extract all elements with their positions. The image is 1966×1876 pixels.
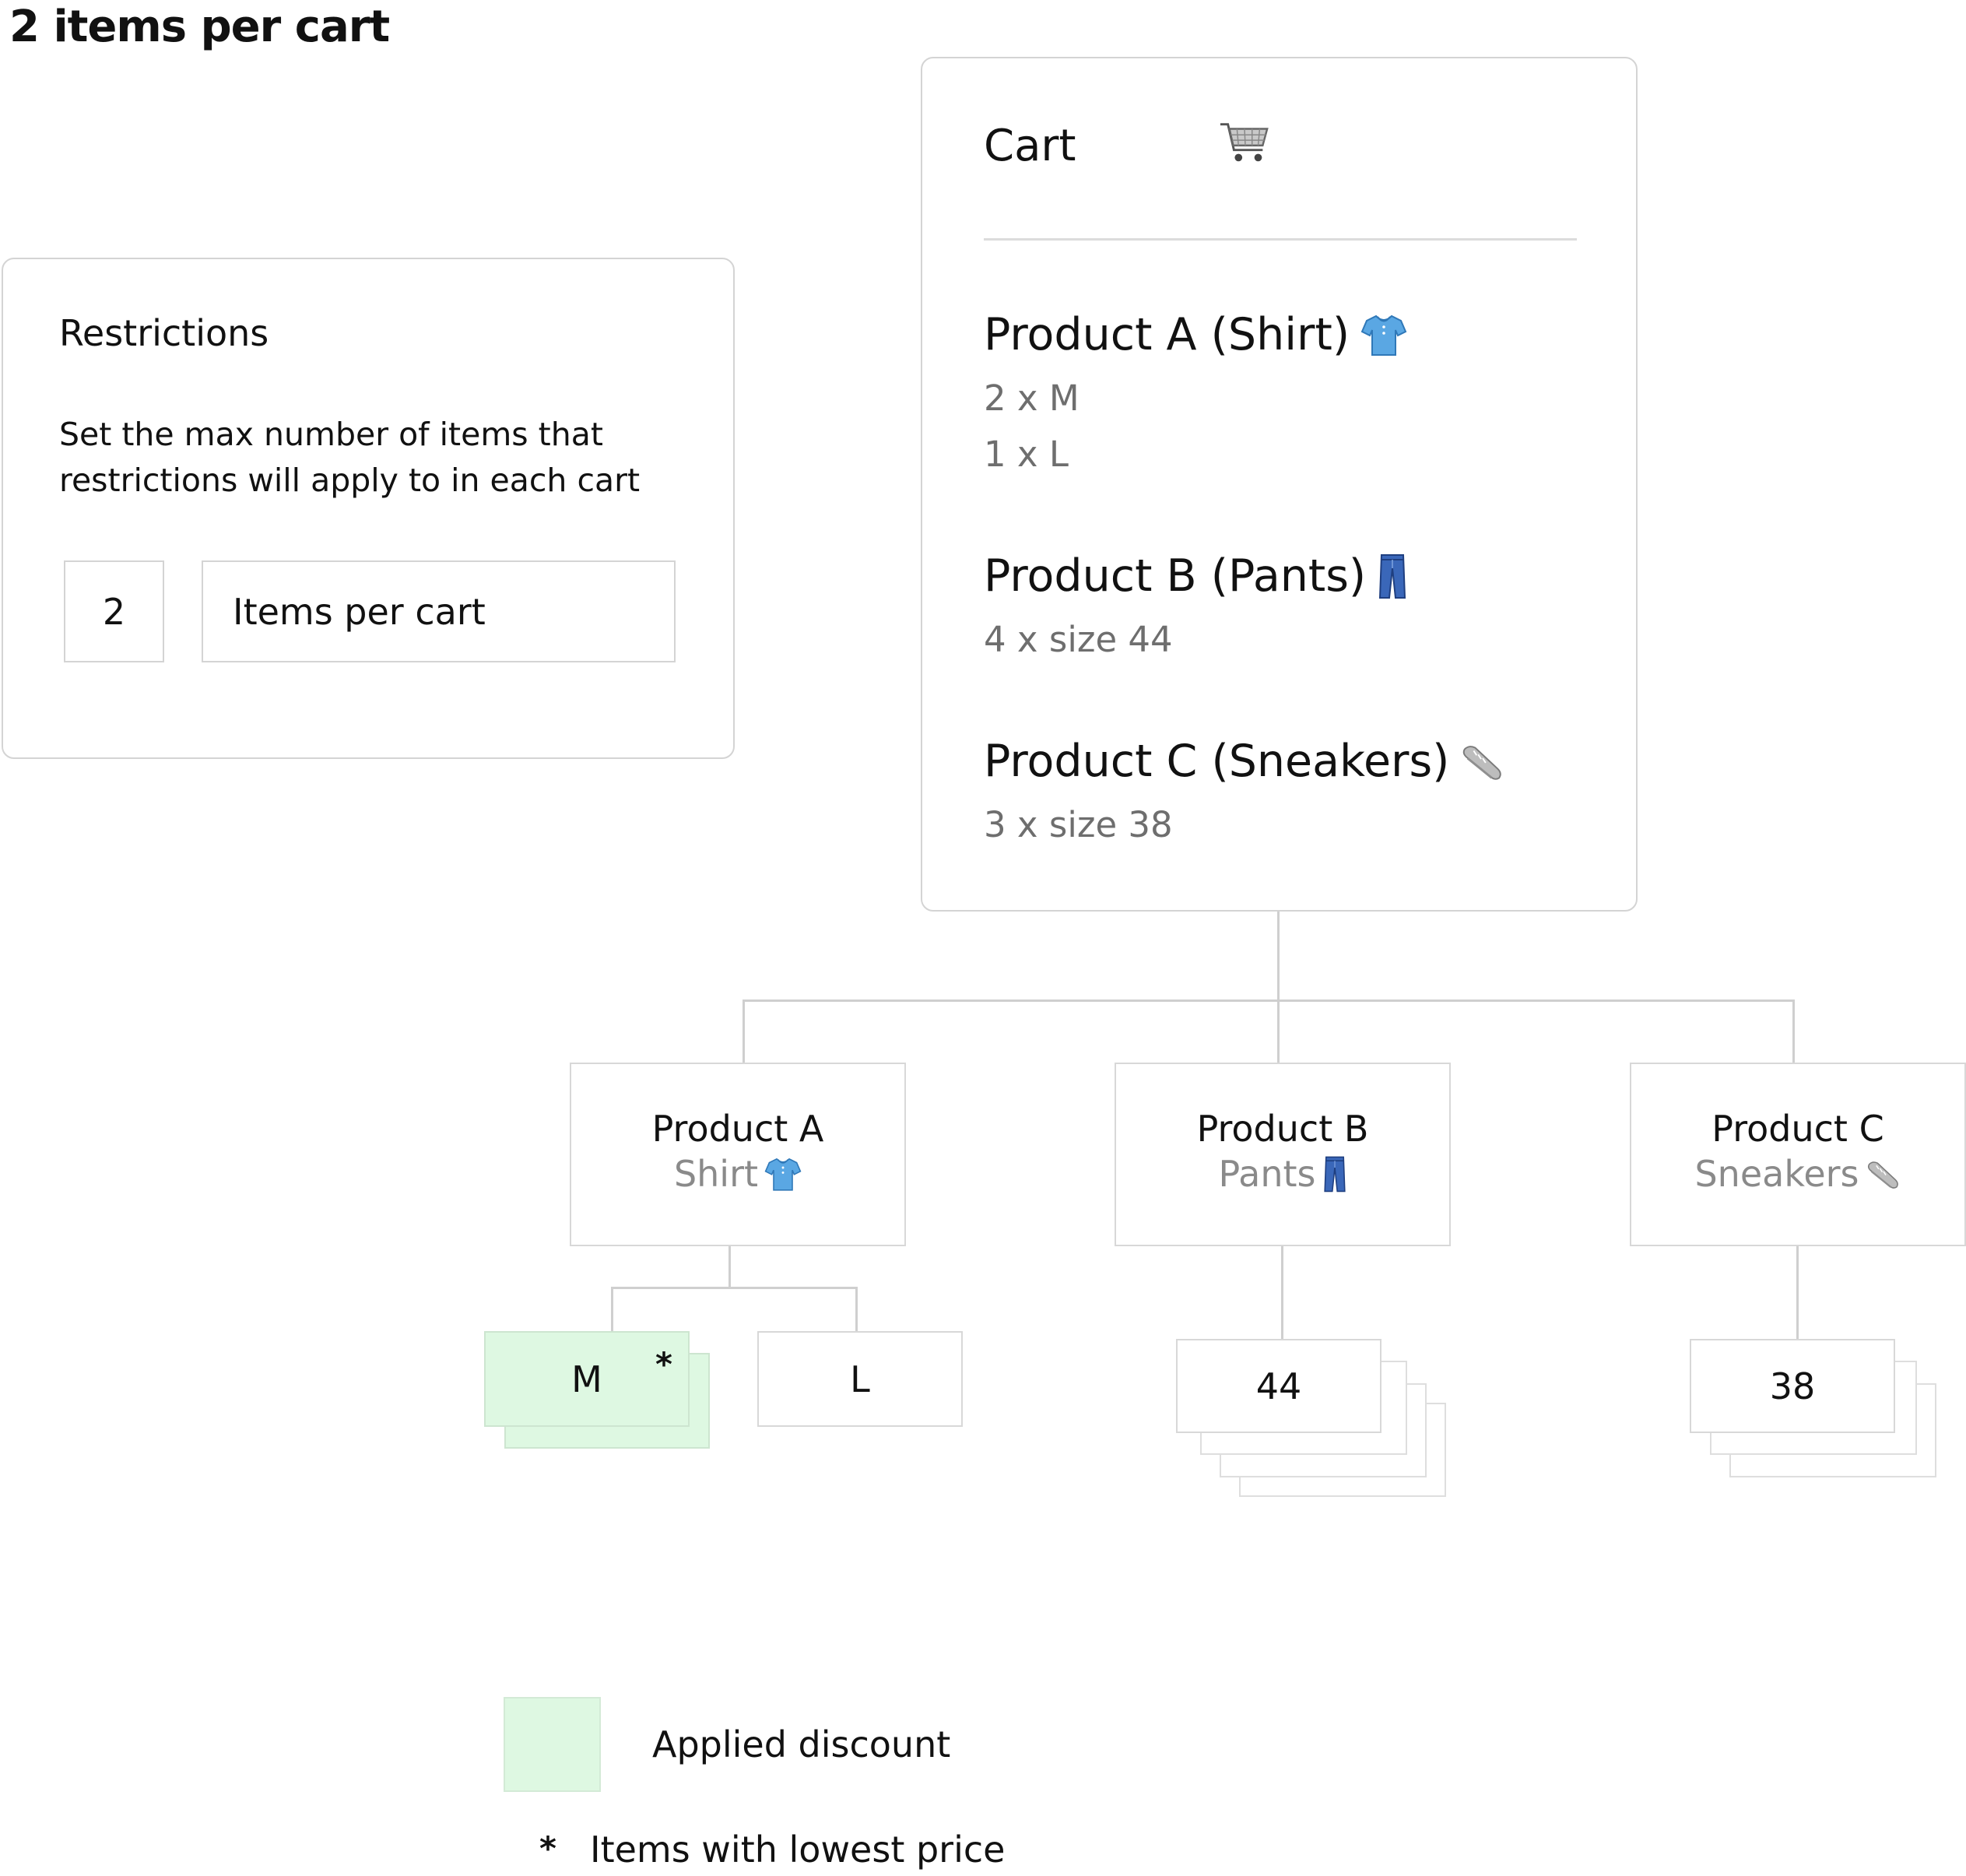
- tree-connector: [1792, 999, 1795, 1064]
- node-product-b-sub: Pants: [1116, 1153, 1449, 1195]
- cart-product-a-line: 2 x M: [984, 378, 1080, 419]
- node-product-b: Product B Pants: [1115, 1063, 1451, 1246]
- tree-connector: [611, 1287, 613, 1332]
- restrictions-description: Set the max number of items that restric…: [59, 412, 713, 504]
- leaf-size-44: 44: [1176, 1339, 1381, 1433]
- cart-product-a-name: Product A (Shirt): [984, 309, 1350, 360]
- page-title: 2 items per cart: [9, 2, 390, 52]
- node-product-b-type: Pants: [1218, 1153, 1316, 1195]
- pants-icon: [1322, 1155, 1347, 1193]
- restrictions-description-line: restrictions will apply to in each cart: [59, 462, 641, 499]
- legend-discount-swatch: [504, 1697, 601, 1792]
- cart-product-b-line: 4 x size 44: [984, 619, 1173, 660]
- tree-connector: [855, 1287, 858, 1332]
- node-product-a-name: Product A: [651, 1108, 824, 1150]
- legend-discount-label: Applied discount: [652, 1723, 951, 1765]
- node-product-c-name: Product C: [1711, 1108, 1884, 1150]
- shirt-icon: [764, 1155, 802, 1193]
- tree-connector: [743, 999, 745, 1064]
- items-per-cart-label: Items per cart: [202, 560, 676, 662]
- cart-product-c-line: 3 x size 38: [984, 804, 1173, 845]
- node-product-c-sub: Sneakers: [1631, 1153, 1964, 1195]
- sneaker-icon: [1866, 1156, 1901, 1192]
- cart-panel: Cart Product A (Shirt) 2 x M 1 x L Produ…: [921, 57, 1638, 912]
- leaf-size-m: M *: [484, 1331, 690, 1427]
- leaf-size-m-label: M: [571, 1358, 602, 1400]
- leaf-size-44-label: 44: [1255, 1365, 1302, 1407]
- legend-lowest-label: Items with lowest price: [590, 1829, 1006, 1871]
- cart-product-b: Product B (Pants): [984, 550, 1408, 602]
- tree-connector: [743, 999, 1795, 1002]
- max-items-input[interactable]: 2: [64, 560, 164, 662]
- tree-connector: [1796, 1246, 1799, 1340]
- cart-product-a: Product A (Shirt): [984, 309, 1407, 360]
- restrictions-panel: Restrictions Set the max number of items…: [2, 258, 735, 759]
- shopping-cart-icon: [1219, 119, 1272, 166]
- restrictions-title: Restrictions: [59, 312, 269, 354]
- legend-lowest-marker: *: [539, 1829, 556, 1867]
- cart-product-c: Product C (Sneakers): [984, 736, 1505, 787]
- cart-product-c-name: Product C (Sneakers): [984, 736, 1450, 787]
- lowest-price-marker: *: [655, 1345, 672, 1383]
- tree-connector: [1277, 912, 1280, 1064]
- cart-title: Cart: [984, 121, 1076, 171]
- tree-connector: [728, 1246, 731, 1289]
- tree-connector: [1281, 1246, 1283, 1340]
- cart-product-a-line: 1 x L: [984, 434, 1069, 475]
- node-product-c: Product C Sneakers: [1630, 1063, 1966, 1246]
- node-product-a: Product A Shirt: [570, 1063, 906, 1246]
- sneaker-icon: [1460, 739, 1505, 784]
- node-product-a-sub: Shirt: [571, 1153, 904, 1195]
- leaf-size-l: L: [757, 1331, 963, 1427]
- leaf-size-l-label: L: [850, 1358, 870, 1400]
- node-product-a-type: Shirt: [673, 1153, 759, 1195]
- tree-connector: [611, 1287, 858, 1289]
- shirt-icon: [1360, 311, 1407, 358]
- leaf-size-38: 38: [1690, 1339, 1895, 1433]
- cart-divider: [984, 238, 1577, 241]
- pants-icon: [1377, 553, 1408, 599]
- restrictions-description-line: Set the max number of items that: [59, 416, 603, 453]
- leaf-size-38-label: 38: [1769, 1365, 1816, 1407]
- node-product-c-type: Sneakers: [1694, 1153, 1859, 1195]
- cart-product-b-name: Product B (Pants): [984, 550, 1367, 602]
- node-product-b-name: Product B: [1196, 1108, 1369, 1150]
